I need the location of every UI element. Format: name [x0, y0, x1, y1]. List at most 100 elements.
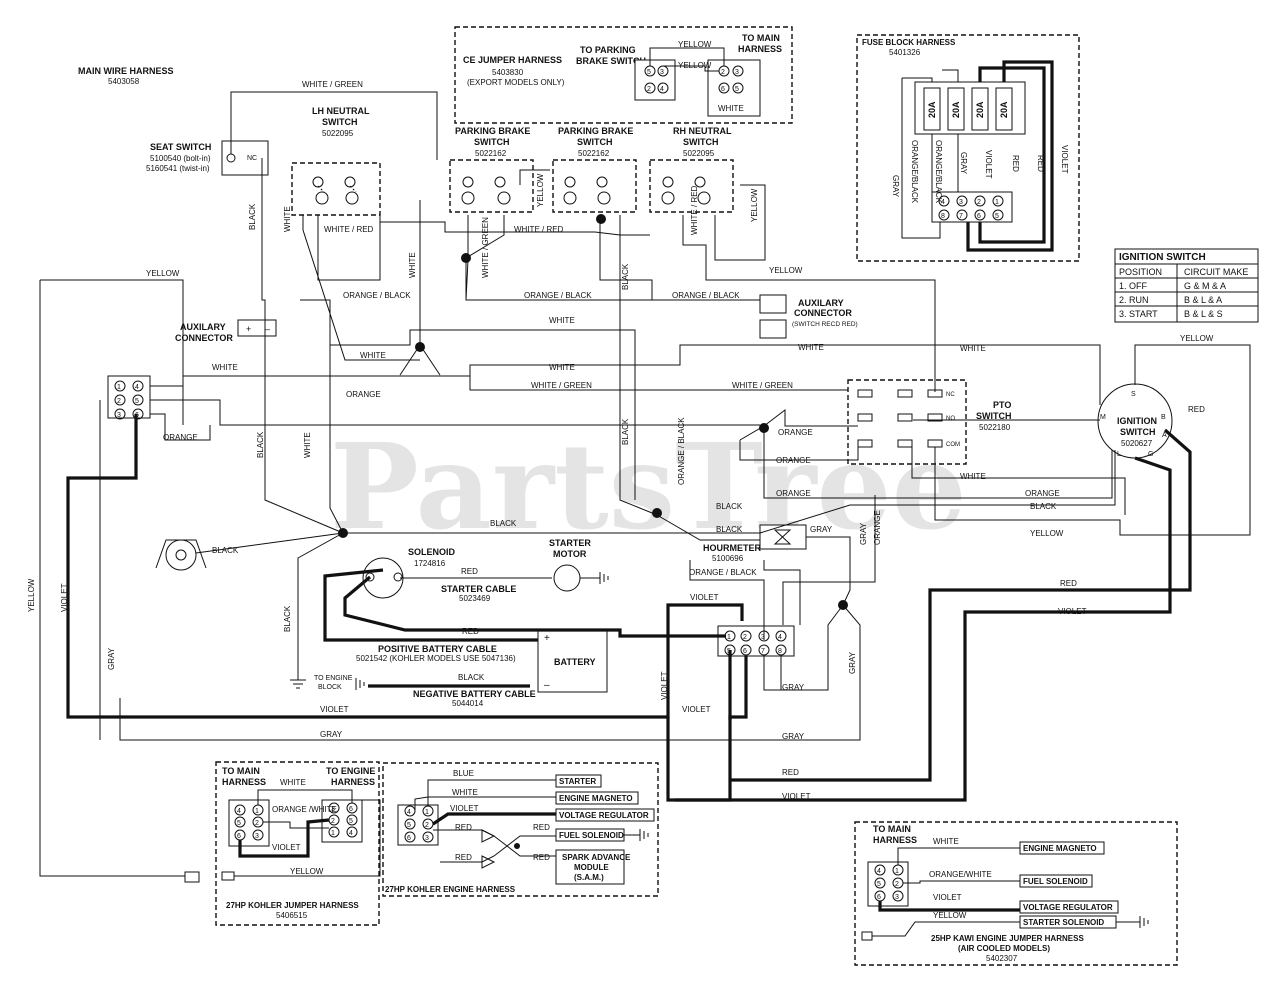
aux-left-title-2: CONNECTOR — [175, 333, 233, 343]
svg-text:5: 5 — [995, 213, 999, 220]
svg-text:WHITE / RED: WHITE / RED — [514, 225, 564, 234]
fuse-2: 20A — [951, 101, 961, 118]
svg-text:B: B — [1161, 414, 1166, 421]
ke-red-4: RED — [533, 853, 550, 862]
kawi-violet-wire — [878, 901, 1020, 912]
ke-junction — [514, 843, 520, 849]
svg-text:GRAY: GRAY — [810, 525, 833, 534]
svg-text:GRAY: GRAY — [320, 730, 343, 739]
fuse-gray-label-2: GRAY — [959, 152, 968, 175]
svg-text:4: 4 — [877, 868, 881, 875]
svg-text:A: A — [1162, 432, 1167, 439]
starter-cable-part: 5023469 — [459, 594, 491, 603]
svg-text:WHITE / GREEN: WHITE / GREEN — [302, 80, 363, 89]
svg-text:L: L — [1117, 451, 1121, 458]
pto-title-1: PTO — [993, 400, 1011, 410]
seat-switch-part-2: 5160541 (twist-in) — [146, 164, 210, 173]
ce-to-parking-2: BRAKE SWITCH — [576, 56, 646, 66]
ke-sam-2: MODULE — [574, 863, 609, 872]
svg-text:RED: RED — [1188, 405, 1205, 414]
svg-text:YELLOW: YELLOW — [769, 266, 803, 275]
starter-title-1: STARTER — [549, 538, 591, 548]
kawi-part: 5402307 — [986, 954, 1018, 963]
pb1-contacts — [461, 176, 511, 205]
ke-sam-3: (S.A.M.) — [574, 873, 604, 882]
fuses: 20A 20A 20A 20A — [923, 87, 1013, 131]
starter-cable-title: STARTER CABLE — [441, 584, 516, 594]
svg-text:3: 3 — [761, 634, 765, 641]
svg-text:WHITE / GREEN: WHITE / GREEN — [732, 381, 793, 390]
ke-violet-wire — [432, 812, 556, 826]
ignition-table-header-0: POSITION — [1119, 267, 1162, 277]
svg-text:BLACK: BLACK — [490, 519, 517, 528]
kawi-orange-white: ORANGE/WHITE — [929, 870, 992, 879]
kawi-title-2: (AIR COOLED MODELS) — [958, 944, 1050, 953]
svg-text:6: 6 — [237, 833, 241, 840]
ce-yellow-label-2: YELLOW — [678, 61, 712, 70]
ke-violet: VIOLET — [450, 804, 479, 813]
svg-text:4: 4 — [349, 830, 353, 837]
svg-text:BLACK: BLACK — [1030, 502, 1057, 511]
vertical-wire-labels: BLACK WHITE WHITE WHITE / GREEN BLACK YE… — [27, 173, 882, 700]
ignition-pins: S M B A L G — [1100, 391, 1167, 458]
ce-yellow-label-1: YELLOW — [678, 40, 712, 49]
svg-text:BLACK: BLACK — [283, 605, 292, 632]
left-6pin-connector — [107, 375, 151, 419]
fuse-thin-wires — [901, 69, 959, 239]
kawi-region — [854, 821, 1178, 966]
lh-neutral-switch — [291, 162, 381, 216]
seat-switch-title: SEAT SWITCH — [150, 142, 211, 152]
aux-left-minus: – — [265, 324, 270, 334]
aux-left-connector — [237, 319, 277, 337]
svg-text:WHITE / RED: WHITE / RED — [690, 185, 699, 235]
svg-text:ORANGE: ORANGE — [1025, 489, 1060, 498]
ke-sam-1: SPARK ADVANCE — [562, 853, 631, 862]
pto-title-2: SWITCH — [976, 411, 1012, 421]
hourmeter-title: HOURMETER — [703, 543, 761, 553]
kj-violet: VIOLET — [272, 843, 301, 852]
battery-plus: + — [544, 633, 550, 644]
svg-text:ORANGE / BLACK: ORANGE / BLACK — [672, 291, 740, 300]
ce-wire-yellow-top — [649, 47, 725, 66]
pto-com: COM — [946, 442, 960, 448]
ce-jumper-region — [454, 26, 793, 124]
svg-text:4: 4 — [941, 199, 945, 206]
svg-text:ORANGE / BLACK: ORANGE / BLACK — [689, 568, 757, 577]
rh-neutral-title-1: RH NEUTRAL — [673, 126, 732, 136]
svg-text:2: 2 — [743, 634, 747, 641]
svg-text:VIOLET: VIOLET — [60, 583, 69, 612]
rh-neutral-contacts — [661, 176, 711, 205]
svg-text:1: 1 — [117, 384, 121, 391]
kawi-regulator-box — [1019, 900, 1119, 914]
ke-red-3: RED — [533, 823, 550, 832]
kj-to-engine-1: TO ENGINE — [326, 766, 375, 776]
svg-text:8: 8 — [941, 213, 945, 220]
pb1-title-2: SWITCH — [474, 137, 510, 147]
ke-connector — [397, 804, 439, 846]
ground-symbols — [290, 572, 609, 690]
ke-starter-box — [555, 774, 602, 788]
pb2-switch — [552, 159, 637, 213]
svg-text:ORANGE / BLACK: ORANGE / BLACK — [677, 417, 686, 485]
svg-text:YELLOW: YELLOW — [146, 269, 180, 278]
aux-right-connector-2 — [759, 319, 787, 339]
svg-text:3: 3 — [255, 833, 259, 840]
kawi-regulator: VOLTAGE REGULATOR — [1023, 903, 1113, 912]
main-harness-title: MAIN WIRE HARNESS — [78, 66, 174, 76]
svg-text:2: 2 — [255, 820, 259, 827]
ce-jumper-title: CE JUMPER HARNESS — [463, 55, 562, 65]
svg-text:YELLOW: YELLOW — [1030, 529, 1064, 538]
svg-text:6: 6 — [349, 806, 353, 813]
svg-text:WHITE: WHITE — [798, 343, 824, 352]
kj-white: WHITE — [280, 778, 306, 787]
kj-part: 5406515 — [276, 911, 308, 920]
ce-connector-right — [707, 59, 761, 117]
svg-text:1: 1 — [255, 808, 259, 815]
ignition-part: 5020627 — [1121, 439, 1153, 448]
kj-yellow-terminal-2 — [221, 871, 235, 881]
fuse-connector-pins: 4 3 2 1 8 7 6 5 — [938, 195, 1004, 221]
svg-text:GRAY: GRAY — [782, 732, 805, 741]
pb2-title-1: PARKING BRAKE — [558, 126, 633, 136]
kawi-yellow: YELLOW — [933, 911, 967, 920]
